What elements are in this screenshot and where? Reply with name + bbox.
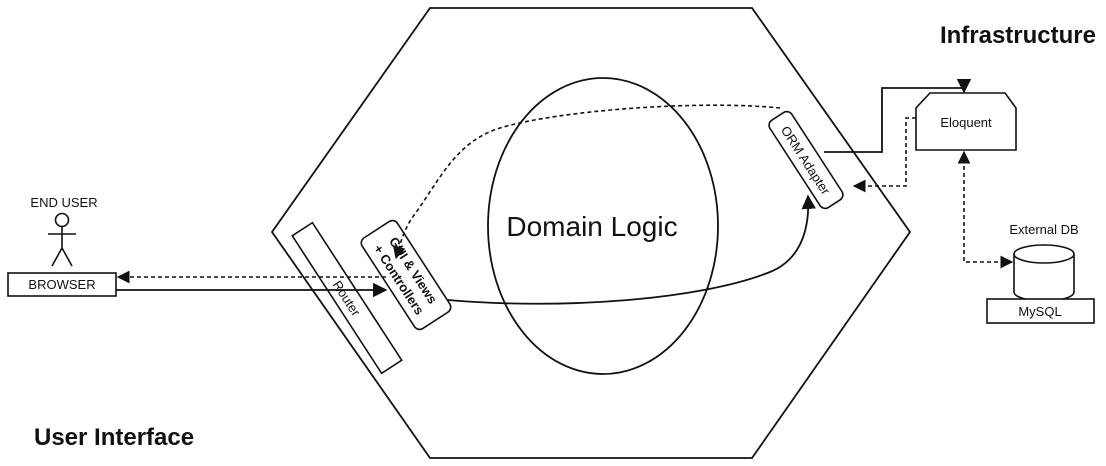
mysql-label: MySQL bbox=[1018, 304, 1061, 319]
user-interface-title: User Interface bbox=[34, 424, 194, 451]
eloquent-to-orm-arrow bbox=[852, 117, 916, 193]
orm-to-controllers-arrow bbox=[393, 104, 781, 260]
eloquent-box: Eloquent bbox=[915, 92, 1017, 151]
orm-to-eloquent-arrow bbox=[824, 79, 972, 153]
end-user-icon bbox=[48, 212, 76, 267]
eloquent-label: Eloquent bbox=[940, 115, 992, 130]
application-hexagon bbox=[270, 7, 912, 459]
browser-box: BROWSER bbox=[7, 272, 117, 297]
infrastructure-title: Infrastructure bbox=[940, 22, 1096, 49]
domain-logic-circle bbox=[487, 77, 719, 375]
controllers-to-orm-arrow bbox=[447, 194, 816, 305]
end-user-label: END USER bbox=[30, 195, 97, 210]
browser-label: BROWSER bbox=[28, 277, 95, 292]
database-cylinder-icon bbox=[1013, 244, 1075, 302]
external-db-label: External DB bbox=[1009, 222, 1078, 237]
eloquent-db-link bbox=[957, 150, 1014, 269]
domain-logic-label: Domain Logic bbox=[506, 211, 677, 242]
mysql-box: MySQL bbox=[986, 298, 1095, 324]
